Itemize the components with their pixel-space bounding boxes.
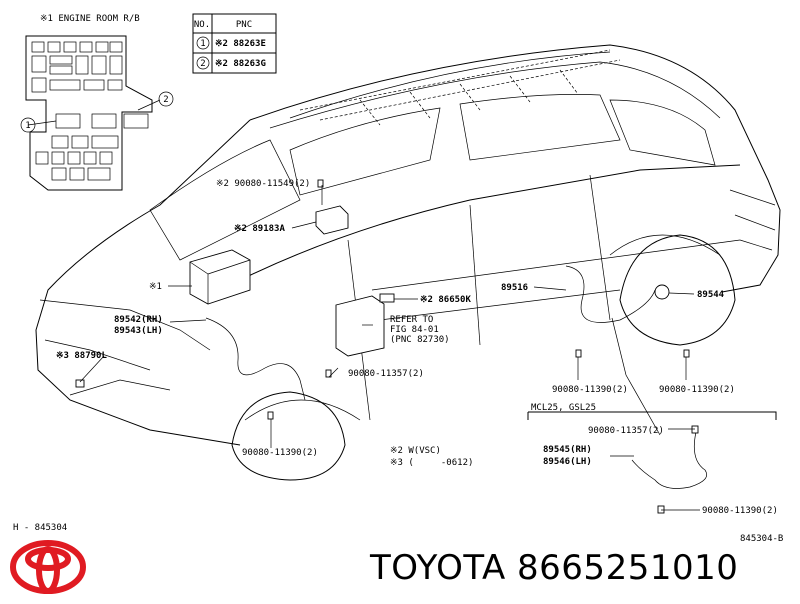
- note-w-vsc: ※2 W(VSC): [390, 446, 441, 456]
- footer-code-right: 845304-B: [740, 534, 783, 544]
- label-bolt-front-wheel: 90080-11390(2): [242, 448, 318, 458]
- label-part-89545: 89545(RH): [543, 445, 592, 455]
- callout-1-number: 1: [25, 121, 30, 131]
- label-part-89546: 89546(LH): [543, 457, 592, 467]
- label-bolt-top: ※2 90080-11549(2): [216, 179, 310, 189]
- label-part-86650k: ※2 86650K: [420, 295, 471, 305]
- pnc-row-2-code: ※2 88263G: [215, 59, 266, 69]
- inset-bolt-top: 90080-11357(2): [588, 426, 664, 436]
- pnc-row-2-no: 2: [200, 59, 205, 69]
- label-bolt-rear-2: 90080-11390(2): [659, 385, 735, 395]
- label-mark-1: ※1: [149, 282, 162, 292]
- pnc-row-1-no: 1: [200, 39, 205, 49]
- footer-code-left: H - 845304: [13, 523, 67, 533]
- label-refer-line-2: FIG 84-01: [390, 325, 439, 335]
- label-bolt-front-clip: 90080-11357(2): [348, 369, 424, 379]
- label-bolt-rear-1: 90080-11390(2): [552, 385, 628, 395]
- component-parts: [75, 179, 695, 448]
- toyota-logo-icon: [10, 540, 86, 594]
- label-part-89543: 89543(LH): [114, 326, 163, 336]
- label-part-89183a: ※2 89183A: [234, 224, 285, 234]
- fuse-box-caption: ※1 ENGINE ROOM R/B: [40, 14, 140, 24]
- fuse-box-illustration: ※1 ENGINE ROOM R/B: [20, 14, 174, 191]
- label-part-88790l: ※3 88790L: [56, 351, 107, 361]
- pnc-header-pnc: PNC: [236, 20, 252, 30]
- label-refer-line-1: REFER TO: [390, 315, 433, 325]
- label-part-89516: 89516: [501, 283, 528, 293]
- pnc-row-1-code: ※2 88263E: [215, 39, 266, 49]
- label-part-89544: 89544: [697, 290, 725, 300]
- inset-bolt-bottom: 90080-11390(2): [702, 506, 778, 516]
- note-3: ※3 ( -0612): [390, 458, 473, 468]
- inset-title: MCL25, GSL25: [531, 403, 596, 413]
- vehicle-outline: [35, 44, 781, 481]
- pnc-table: NO. PNC 1 2 ※2 88263E ※2 88263G: [192, 13, 277, 74]
- inset-mcl25-gsl25: [527, 411, 777, 514]
- label-part-89542: 89542(RH): [114, 315, 163, 325]
- callout-2-number: 2: [163, 95, 168, 105]
- pnc-header-no: NO.: [194, 20, 210, 30]
- label-refer-line-3: (PNC 82730): [390, 335, 450, 345]
- brand-part-number: TOYOTA 8665251010: [370, 548, 739, 588]
